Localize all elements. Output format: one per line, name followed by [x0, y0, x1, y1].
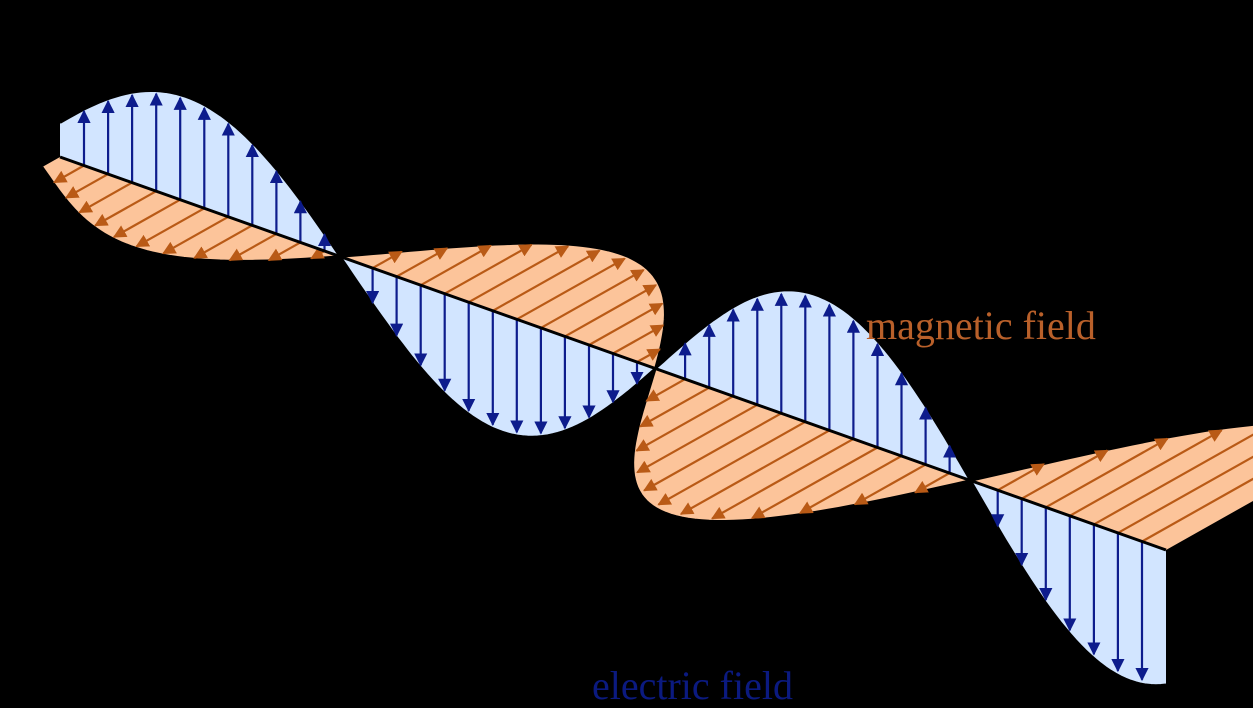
- magnetic-field-vector: [310, 246, 326, 260]
- magnetic-field-vector: [1093, 433, 1253, 526]
- magnetic-field-vector: [636, 348, 661, 363]
- magnetic-field-vector: [516, 257, 626, 321]
- magnetic-field-vector: [636, 403, 758, 474]
- magnetic-field-vector: [1021, 449, 1109, 500]
- propagation-axis: [59, 155, 1167, 552]
- magnetic-field-vector: [711, 437, 854, 520]
- magnetic-field-label: magnetic field: [866, 303, 1096, 348]
- magnetic-field-wave: [41, 157, 1253, 550]
- magnetic-field-vector: [798, 455, 903, 515]
- magnetic-field-vector: [612, 324, 665, 355]
- magnetic-field-vector: [643, 412, 782, 492]
- magnetic-field-vector: [64, 173, 109, 199]
- magnetic-field-vector: [396, 247, 449, 278]
- magnetic-field-vector: [750, 446, 879, 520]
- magnetic-field-vector: [228, 232, 277, 262]
- magnetic-field-vector: [657, 420, 806, 506]
- magnetic-field-vector: [564, 284, 658, 338]
- magnetic-field-vector: [645, 378, 686, 402]
- magnetic-field-vector: [112, 198, 181, 238]
- magnetic-field-vector: [853, 463, 927, 506]
- magnetic-field-vector: [679, 429, 830, 515]
- magnetic-field-curve: [41, 166, 1253, 523]
- magnetic-field-vector: [540, 269, 645, 329]
- magnetic-field-vector: [420, 244, 492, 287]
- magnetic-field-vector: [162, 215, 229, 255]
- magnetic-field-vector: [1045, 437, 1169, 509]
- electric-field-curve: [59, 89, 1167, 687]
- magnetic-field-vector: [914, 472, 951, 494]
- magnetic-field-vector: [444, 243, 533, 295]
- magnetic-field-vector: [78, 181, 133, 214]
- magnetic-field-vector: [492, 249, 601, 312]
- magnetic-field-vector: [468, 245, 570, 304]
- magnetic-field-vector: [135, 207, 205, 248]
- magnetic-field-vector: [267, 241, 301, 262]
- magnetic-field-vector: [635, 395, 734, 452]
- magnetic-field-vector: [53, 164, 85, 184]
- magnetic-field-vector: [193, 224, 253, 259]
- magnetic-field-vector: [1141, 477, 1253, 543]
- magnetic-field-vector: [372, 250, 403, 270]
- magnetic-field-vector: [588, 302, 664, 346]
- electric-field-label: electric field: [592, 663, 793, 708]
- electric-field-wave: [59, 89, 1167, 687]
- magnetic-field-vector: [1069, 429, 1223, 517]
- magnetic-field-vector: [997, 463, 1045, 492]
- magnetic-field-vector: [1117, 455, 1253, 534]
- magnetic-field-vector: [639, 386, 710, 428]
- magnetic-field-vector: [94, 190, 157, 227]
